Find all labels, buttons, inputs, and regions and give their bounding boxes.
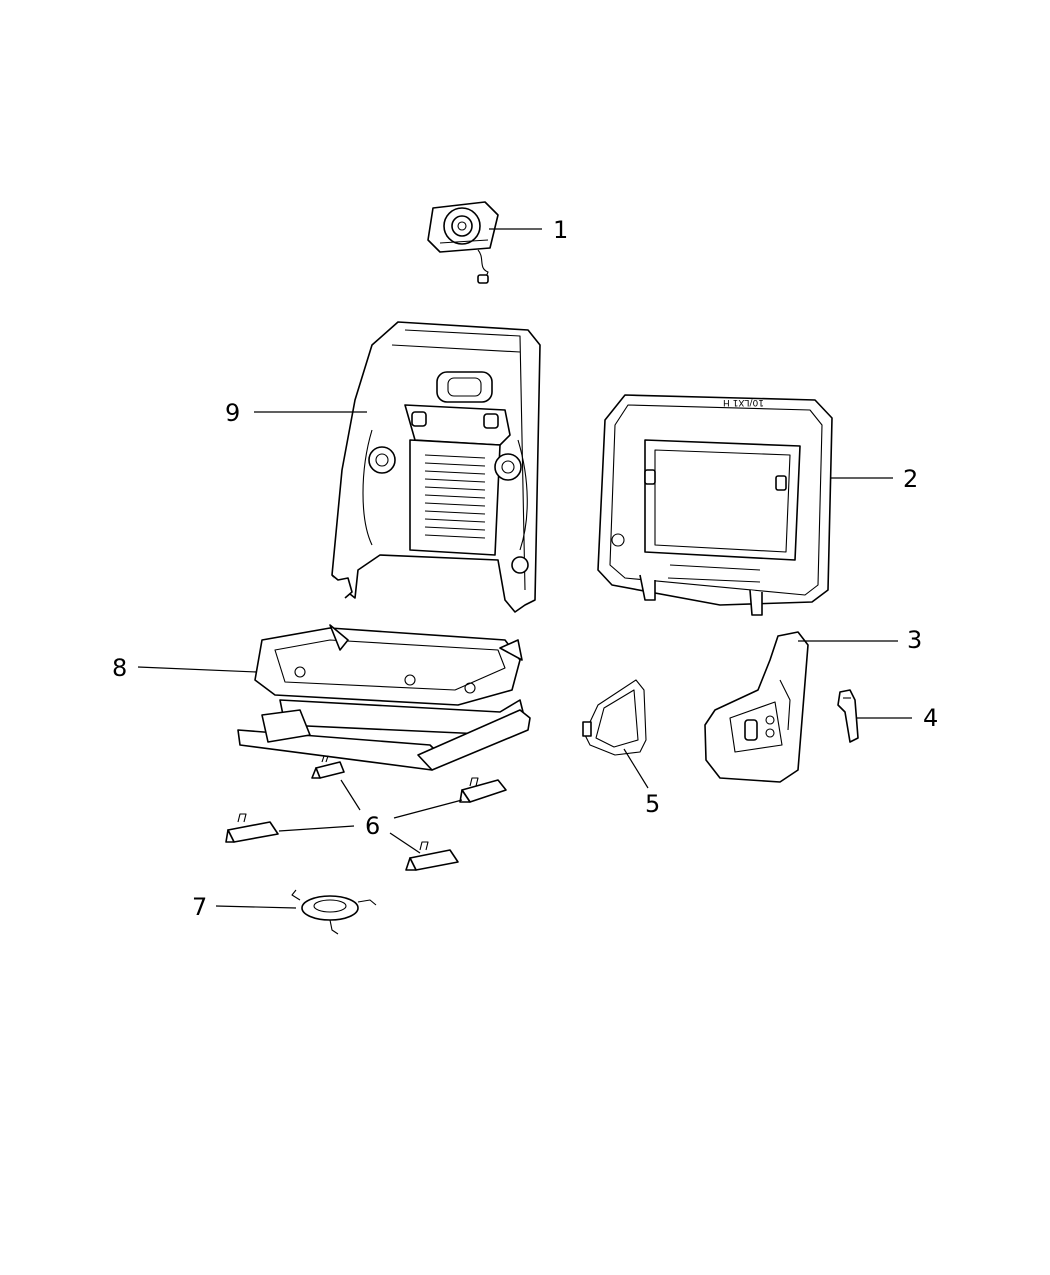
foot-cover-b [459,777,507,803]
foot-cover-c [225,813,279,843]
callout-6: 6 [365,812,380,840]
callout-labels: 1 9 2 3 8 4 5 6 7 [112,216,938,921]
leader-5 [623,748,649,789]
leader-7 [215,905,297,909]
part-4-trim-piece [837,689,859,743]
callout-2: 2 [903,465,918,493]
part-2-stamp: 10/LX1 H [723,397,764,407]
leader-lines [137,228,912,909]
part-9-seatback-frame [331,321,541,613]
part-6-foot-covers [225,755,507,871]
callout-4: 4 [923,704,938,732]
callout-8: 8 [112,654,127,682]
callout-9: 9 [225,399,240,427]
part-3-side-shield [704,631,809,783]
callout-7: 7 [192,893,207,921]
leader-8 [137,666,258,673]
part-1-actuator [427,201,499,284]
leader-6b [393,799,463,819]
leader-6a [340,779,361,811]
part-8-cushion-frame [237,624,531,771]
leader-6c [278,825,355,832]
part-2-seatback-panel: 10/LX1 H [597,394,833,616]
part-5-bracket [582,679,647,756]
foot-cover-a [311,755,345,779]
leader-6d [389,832,421,854]
callout-1: 1 [553,216,568,244]
foot-cover-d [405,841,459,871]
callout-5: 5 [645,790,660,818]
part-7-module [291,889,377,935]
callout-3: 3 [907,626,922,654]
